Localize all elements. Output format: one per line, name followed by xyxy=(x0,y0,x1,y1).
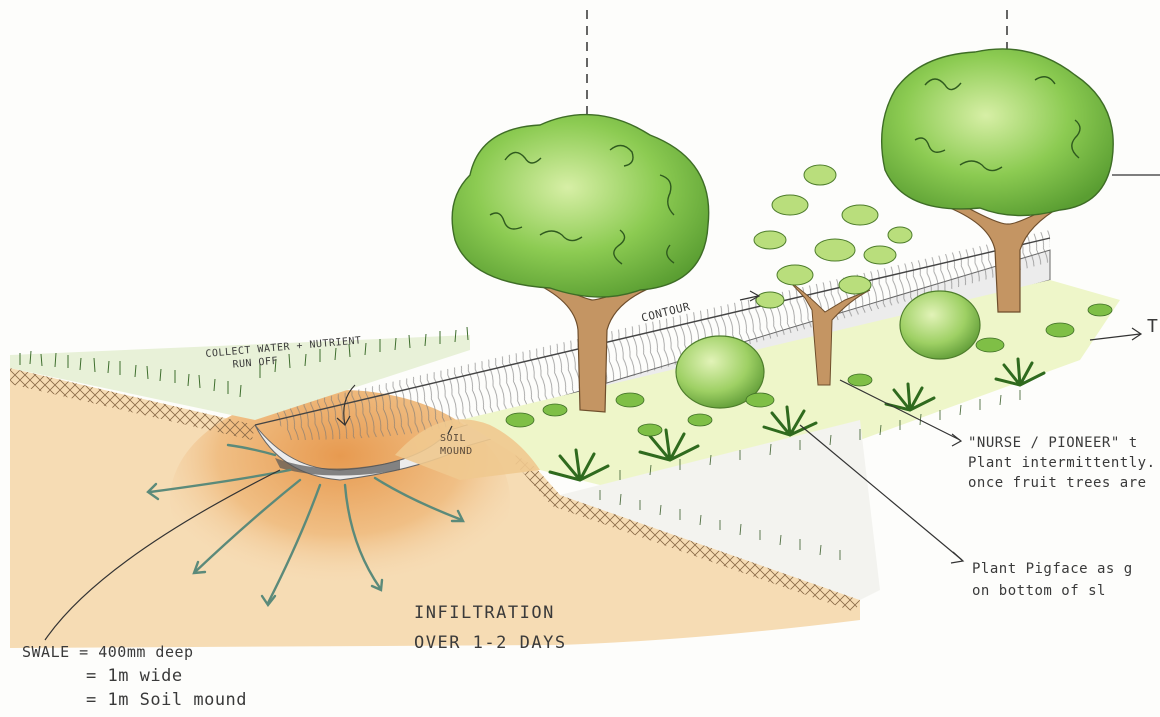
shrub-right xyxy=(900,291,980,359)
soil-mound-line-1: SOIL xyxy=(440,432,473,445)
nurse-line-1: "NURSE / PIONEER" t xyxy=(968,433,1160,453)
nurse-pioneer-label: "NURSE / PIONEER" t Plant intermittently… xyxy=(968,433,1160,493)
soil-mound-line-2: MOUND xyxy=(440,445,473,458)
swale-mound-text: = 1m Soil mound xyxy=(22,688,247,712)
swale-depth-text: SWALE = 400mm deep xyxy=(22,640,247,664)
cut-off-label: T xyxy=(1147,316,1158,337)
nurse-line-3: once fruit trees are xyxy=(968,473,1160,493)
infiltration-line-2: OVER 1-2 DAYS xyxy=(414,628,567,658)
pigface-label: Plant Pigface as g on bottom of sl xyxy=(972,558,1133,602)
nurse-line-2: Plant intermittently. C xyxy=(968,453,1160,473)
infiltration-label: INFILTRATION OVER 1-2 DAYS xyxy=(414,598,567,658)
tree-canopy-left xyxy=(452,115,709,297)
soil-mound-label: SOIL MOUND xyxy=(440,432,473,458)
pigface-line-1: Plant Pigface as g xyxy=(972,558,1133,580)
infiltration-line-1: INFILTRATION xyxy=(414,598,567,628)
pigface-line-2: on bottom of sl xyxy=(972,580,1133,602)
swale-spec-label: SWALE = 400mm deep = 1m wide = 1m Soil m… xyxy=(22,640,247,712)
swale-width-text: = 1m wide xyxy=(22,664,247,688)
